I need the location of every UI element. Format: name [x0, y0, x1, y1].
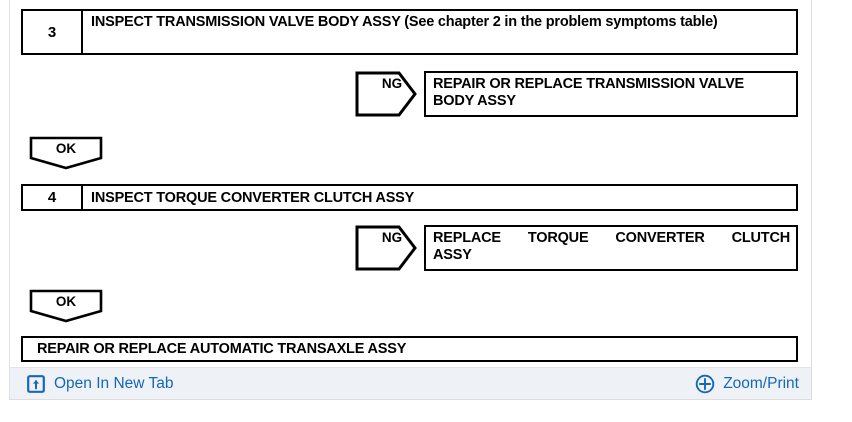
step-3-ok-tag: OK [29, 136, 103, 170]
step-3-ng-result-line1: REPAIR OR REPLACE TRANSMISSION VALVE [433, 76, 745, 92]
flowchart-canvas[interactable]: 3 INSPECT TRANSMISSION VALVE BODY ASSY (… [10, 0, 811, 368]
open-in-new-tab-icon [26, 374, 46, 394]
step-4-ng-result: REPLACE TORQUE CONVERTER CLUTCH ASSY [424, 225, 798, 271]
step-3-ng-result: REPAIR OR REPLACE TRANSMISSION VALVE BOD… [424, 71, 798, 117]
ng-pentagon-icon [355, 225, 417, 271]
step-3-title: INSPECT TRANSMISSION VALVE BODY ASSY (Se… [91, 14, 718, 30]
flowchart-step-4: 4 INSPECT TORQUE CONVERTER CLUTCH ASSY [21, 184, 798, 211]
zoom-print-button[interactable]: Zoom/Print [695, 374, 799, 394]
flowchart-step-3: 3 INSPECT TRANSMISSION VALVE BODY ASSY (… [21, 9, 798, 55]
ng-pentagon-icon [355, 71, 417, 117]
open-in-new-tab-label: Open In New Tab [54, 374, 174, 392]
zoom-in-plus-circle-icon [695, 374, 715, 394]
step-3-ng-result-line2: BODY ASSY [433, 93, 516, 109]
image-viewer-panel: 3 INSPECT TRANSMISSION VALVE BODY ASSY (… [9, 0, 812, 400]
ok-pentagon-icon [29, 136, 103, 170]
flowchart-final-action: REPAIR OR REPLACE AUTOMATIC TRANSAXLE AS… [21, 336, 798, 362]
step-4-ng-label: NG [381, 229, 403, 245]
step-4-ok-label: OK [55, 293, 77, 309]
open-in-new-tab-button[interactable]: Open In New Tab [26, 374, 173, 394]
step-4-ng-result-line1: REPLACE TORQUE CONVERTER CLUTCH [433, 230, 790, 246]
step-4-title: INSPECT TORQUE CONVERTER CLUTCH ASSY [91, 189, 415, 206]
step-3-ok-label: OK [55, 140, 77, 156]
step-3-ng-tag: NG [355, 71, 417, 117]
ok-pentagon-icon [29, 289, 103, 323]
step-4-ng-tag: NG [355, 225, 417, 271]
step-3-ng-label: NG [381, 75, 403, 91]
step-4-ok-tag: OK [29, 289, 103, 323]
viewer-footer-toolbar: Open In New Tab Zoom/Print [10, 367, 811, 399]
step-4-ng-result-line2: ASSY [433, 247, 472, 263]
step-3-number: 3 [23, 11, 83, 53]
zoom-print-label: Zoom/Print [723, 374, 799, 392]
step-4-number: 4 [23, 186, 83, 209]
